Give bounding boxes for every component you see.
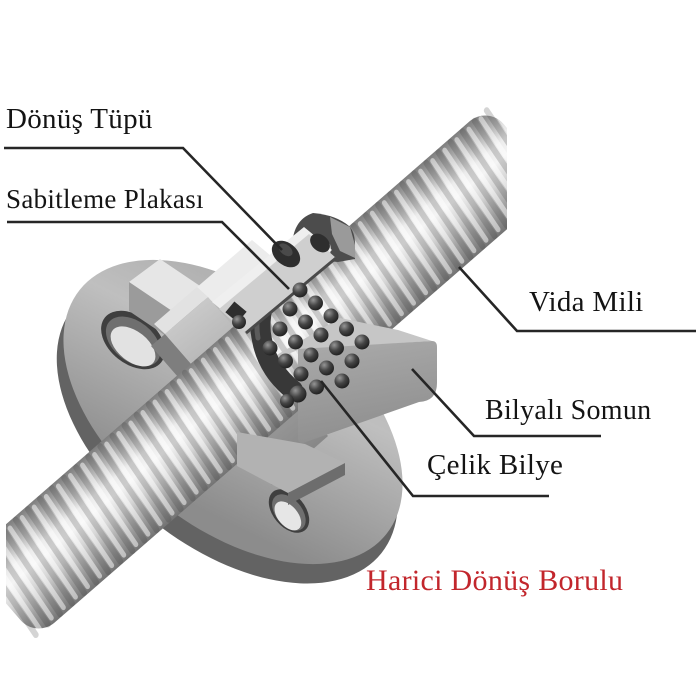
plate-tube-hole-highlight xyxy=(278,243,293,257)
steel-balls xyxy=(262,282,370,395)
fixing-plate-edge-shadow xyxy=(245,256,337,335)
label-donus-tupu: Dönüş Tüpü xyxy=(6,103,153,135)
return-tube-tip-ball xyxy=(289,385,307,403)
plate-tube-hole-rear xyxy=(310,233,330,253)
return-tube-tip-ball-2 xyxy=(280,394,294,408)
leader-sabitleme xyxy=(7,220,290,290)
steel-ball xyxy=(354,334,370,350)
steel-ball xyxy=(303,347,319,363)
label-bilyali-somun: Bilyalı Somun xyxy=(485,395,652,426)
leader-lines xyxy=(4,146,696,498)
steel-ball xyxy=(288,334,303,350)
steel-ball xyxy=(329,340,344,356)
steel-ball xyxy=(282,301,298,317)
nut-collar-bevel xyxy=(154,287,208,334)
steel-ball xyxy=(278,353,293,369)
leader-bilyali-somun xyxy=(411,368,601,438)
bolt-hole-bottom xyxy=(268,489,310,533)
ball-nut-top-face xyxy=(258,318,432,366)
steel-ball xyxy=(339,321,354,337)
steel-ball xyxy=(308,295,323,311)
nut-end-arch-top-face xyxy=(330,217,355,258)
ball-nut-step xyxy=(237,432,345,493)
bolt-hole-top xyxy=(101,310,165,370)
leader-vida-mili xyxy=(458,266,696,333)
steel-ball xyxy=(309,379,324,395)
label-sabitleme-plakasi: Sabitleme Plakası xyxy=(6,184,204,214)
steel-ball xyxy=(262,340,278,356)
screw-shaft-body xyxy=(6,115,507,629)
diagram-caption: Harici Dönüş Borulu xyxy=(366,564,624,597)
steel-ball xyxy=(344,353,360,369)
label-celik-bilye: Çelik Bilye xyxy=(427,449,564,481)
steel-ball xyxy=(272,321,288,337)
label-vida-mili: Vida Mili xyxy=(529,286,644,318)
leader-celik-bilye xyxy=(319,380,549,498)
steel-ball xyxy=(319,360,334,376)
steel-ball xyxy=(292,282,308,298)
steel-ball xyxy=(313,327,329,343)
fixing-plate-face xyxy=(219,234,336,333)
collar-slot-ball xyxy=(232,315,246,329)
steel-ball xyxy=(293,366,309,382)
ball-nut-step-shadow xyxy=(288,463,345,505)
steel-ball xyxy=(323,308,339,324)
steel-ball xyxy=(334,373,350,389)
leader-donus-tupu xyxy=(4,146,283,251)
steel-ball xyxy=(298,314,313,330)
